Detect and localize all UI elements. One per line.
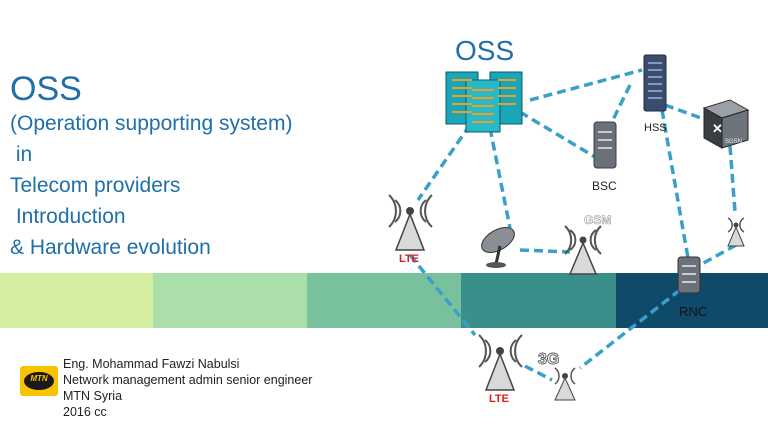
link-rnc-3g — [578, 288, 682, 370]
gsm-label: GSM — [584, 213, 611, 227]
rnc-label: RNC — [679, 304, 707, 319]
oss-server-icon: OSS — [445, 35, 523, 133]
link-oss-lte — [416, 124, 472, 201]
title-line-2: in — [10, 143, 33, 166]
title-line-3: Telecom providers — [10, 174, 181, 197]
mtn-logo-text: MTN — [30, 374, 48, 383]
author-info: Eng. Mohammad Fawzi Nabulsi Network mana… — [63, 356, 312, 420]
title-line-5: & Hardware evolution — [10, 236, 211, 259]
link-hss-rnc — [660, 109, 690, 259]
link-oss-hss — [529, 68, 643, 102]
link-dish-gsm — [519, 248, 571, 254]
link-hss-sgsn — [664, 103, 713, 124]
connection-lines — [408, 68, 737, 382]
link-sgsn-tower — [728, 145, 737, 213]
oss-label: OSS — [455, 35, 514, 66]
band-segment-4 — [461, 273, 616, 328]
author-name: Eng. Mohammad Fawzi Nabulsi — [63, 357, 240, 371]
lte-label: LTE — [399, 253, 419, 265]
hss-server-icon: HSS — [643, 54, 667, 134]
link-lte-lte — [408, 253, 477, 337]
author-company: MTN Syria — [63, 389, 123, 403]
band-segment-1 — [0, 273, 153, 328]
satellite-dish-icon — [481, 227, 515, 268]
author-role: Network management admin senior engineer — [63, 373, 313, 387]
link-oss-bsc — [519, 110, 601, 162]
title-main: OSS — [10, 70, 82, 108]
title-line-4: Introduction — [10, 205, 126, 228]
title-line-1: (Operation supporting system) — [10, 112, 293, 135]
link-oss-dish — [488, 127, 512, 229]
band-segment-3 — [307, 273, 461, 328]
sgsn-router-icon: ✕ SGSN — [702, 99, 750, 149]
lte-label-bottom: LTE — [489, 393, 509, 405]
band-segment-2 — [153, 273, 307, 328]
link-hss-bsc — [606, 84, 632, 131]
hss-label: HSS — [644, 122, 667, 134]
bsc-server-icon: BSC — [592, 121, 617, 193]
slide-title: OSS (Operation supporting system) in Tel… — [10, 70, 292, 263]
svg-text:✕: ✕ — [712, 121, 723, 136]
author-date: 2016 cc — [63, 405, 107, 419]
sgsn-label: SGSN — [725, 139, 742, 145]
threeg-label: 3G — [538, 351, 559, 368]
mtn-logo: MTN — [20, 366, 58, 396]
rnc-server-icon: RNC — [677, 256, 707, 319]
bsc-label: BSC — [592, 179, 617, 193]
link-lte-3g — [524, 364, 553, 382]
small-tower-icon — [727, 217, 745, 247]
lte-tower-icon: LTE — [388, 194, 433, 265]
gsm-tower-icon: GSM — [564, 213, 612, 275]
link-tower-rnc — [699, 243, 737, 267]
lte-tower-bottom-icon: LTE — [478, 334, 523, 405]
threeg-tower-icon: 3G — [538, 351, 576, 401]
